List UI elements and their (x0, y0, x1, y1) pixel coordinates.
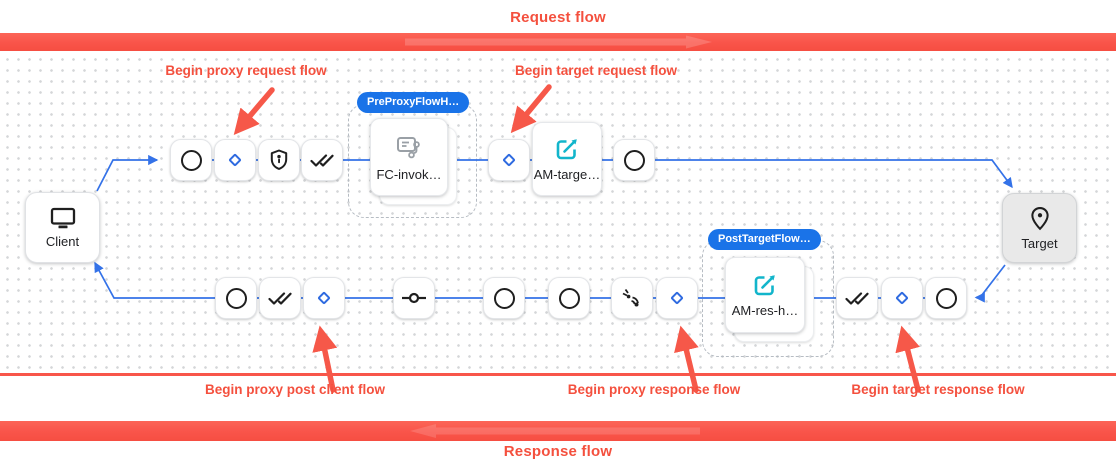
signal-broadcast-icon (622, 288, 639, 307)
response-flow-bar (0, 421, 1116, 441)
diamond-icon (318, 292, 330, 304)
flow-step-signal[interactable] (611, 277, 653, 319)
shield-key-icon (270, 149, 288, 170)
circle-icon (935, 287, 957, 309)
client-endpoint-node[interactable]: Client (25, 192, 100, 263)
flow-step-switch[interactable] (393, 277, 435, 319)
circle-icon (558, 287, 580, 309)
diamond-icon (671, 292, 683, 304)
flow-step-diamond-target-response[interactable] (881, 277, 923, 319)
circle-icon (623, 149, 645, 171)
annotation-divider-line (0, 373, 1116, 376)
monitor-icon (50, 207, 75, 229)
policy-card-fc-invoke[interactable]: FC-invok… (370, 118, 448, 196)
flow-step-circle[interactable] (548, 277, 590, 319)
circle-icon (225, 287, 247, 309)
flow-step-double-check[interactable] (836, 277, 878, 319)
policy-card-am-response[interactable]: AM-res-h… (725, 257, 805, 333)
policy-label: FC-invok… (376, 167, 442, 182)
request-flow-bar (0, 33, 1116, 51)
flow-step-double-check[interactable] (301, 139, 343, 181)
annotation-begin-target-response-flow: Begin target response flow (851, 382, 1025, 397)
annotation-begin-target-request-flow: Begin target request flow (514, 63, 678, 78)
circle-icon (180, 149, 202, 171)
edit-square-icon (556, 139, 577, 160)
flow-step-circle[interactable] (170, 139, 212, 181)
policy-label: AM-res-h… (731, 303, 799, 318)
response-flow-title: Response flow (503, 443, 613, 460)
badge-post-target-flow-hook[interactable]: PostTargetFlow… (708, 229, 821, 250)
done-all-icon (310, 154, 334, 167)
flow-callout-icon (397, 137, 420, 159)
circle-icon (493, 287, 515, 309)
annotation-begin-proxy-response-flow: Begin proxy response flow (567, 382, 741, 397)
flow-step-circle[interactable] (613, 139, 655, 181)
policy-card-am-target[interactable]: AM-targe… (532, 122, 602, 196)
request-flow-arrow-icon (405, 35, 712, 49)
diamond-icon (503, 154, 515, 166)
flow-step-circle[interactable] (925, 277, 967, 319)
annotation-begin-proxy-post-client-flow: Begin proxy post client flow (204, 382, 386, 397)
flow-step-double-check[interactable] (259, 277, 301, 319)
request-flow-title: Request flow (510, 9, 606, 26)
edit-square-icon (754, 275, 775, 296)
flow-step-shield[interactable] (258, 139, 300, 181)
diamond-icon (229, 154, 241, 166)
place-pin-icon (1030, 206, 1049, 230)
flow-step-circle[interactable] (483, 277, 525, 319)
flow-step-diamond-target-request[interactable] (488, 139, 530, 181)
response-flow-arrow-icon (410, 424, 700, 438)
flow-step-diamond-proxy-request[interactable] (214, 139, 256, 181)
flow-step-circle[interactable] (215, 277, 257, 319)
policy-label: AM-targe… (533, 167, 601, 182)
client-label: Client (45, 234, 80, 249)
line-circle-icon (402, 292, 426, 304)
flow-step-diamond-proxy-response[interactable] (656, 277, 698, 319)
target-label: Target (1021, 235, 1058, 251)
done-all-icon (845, 292, 869, 305)
diamond-icon (896, 292, 908, 304)
target-endpoint-node[interactable]: Target (1002, 193, 1077, 263)
done-all-icon (268, 292, 292, 305)
annotation-begin-proxy-request-flow: Begin proxy request flow (165, 63, 327, 78)
flow-step-diamond-post-client[interactable] (303, 277, 345, 319)
badge-pre-proxy-flow-hook[interactable]: PreProxyFlowH… (357, 92, 470, 113)
diagram-grid-background (0, 51, 1116, 373)
